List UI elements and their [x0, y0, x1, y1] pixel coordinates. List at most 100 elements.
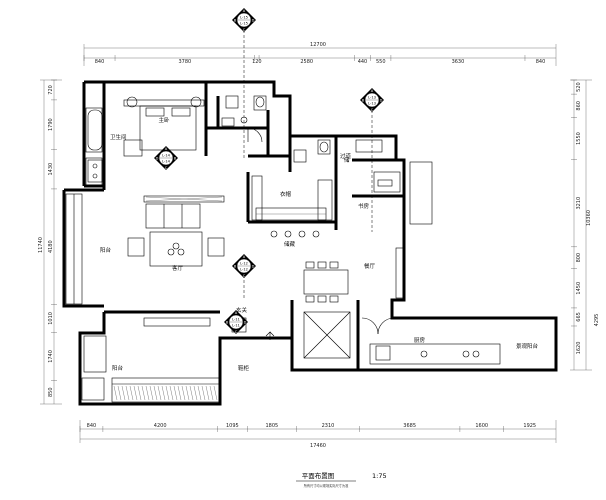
- hatch-line: [137, 385, 142, 401]
- balcony2-label: 阳台: [112, 364, 124, 372]
- living-room: 客厅 阳台: [100, 195, 225, 327]
- hatch-line: [189, 385, 194, 401]
- study-aux-label: 储: [344, 156, 350, 164]
- top-segment-text: 550: [376, 59, 386, 65]
- hatch-line: [125, 385, 130, 401]
- marker-ref: L-13: [368, 96, 376, 100]
- hatch-line: [177, 385, 182, 401]
- bottom-segment-text: 4200: [154, 423, 167, 429]
- hatch-line: [113, 385, 118, 401]
- top-total-dim: 12700: [310, 42, 326, 48]
- marker-right-letter: D: [244, 321, 247, 325]
- cabinet-label: 鞋柜: [238, 364, 250, 372]
- entry-label: 玄关: [236, 306, 248, 314]
- hatch-line: [165, 385, 170, 401]
- hatch-line: [209, 385, 214, 401]
- hatch-line: [157, 385, 162, 401]
- drawing-scale: 1:75: [372, 472, 387, 480]
- title-block: 平面布置图 1:75 所有尺寸均以现场实际尺寸为准: [296, 471, 387, 488]
- left-segment-text: 1010: [48, 312, 54, 325]
- left-segment-text: 1790: [48, 118, 54, 131]
- hatch-line: [173, 385, 178, 401]
- left-total-dim: 11740: [38, 237, 44, 253]
- hatch-line: [141, 385, 146, 401]
- marker-left-letter: B: [362, 99, 365, 103]
- marker-ref: L-14: [162, 160, 171, 164]
- right-dimensions: 10360 4295: [570, 79, 600, 371]
- terrace-label: 景观阳台: [516, 342, 539, 350]
- top-segment-text: 3780: [178, 59, 191, 65]
- drawing-note: 所有尺寸均以现场实际尺寸为准: [304, 483, 349, 488]
- hatch-line: [197, 385, 202, 401]
- hatch-line: [149, 385, 154, 401]
- marker-bottom-letter: C: [243, 274, 246, 278]
- marker-ref: L-13: [368, 102, 376, 106]
- marker-ref: L-12: [240, 268, 248, 272]
- right-segment-text: 800: [576, 253, 582, 263]
- marker-right-letter: D: [252, 19, 255, 23]
- marker-left-letter: D: [156, 157, 159, 161]
- windows: [65, 107, 433, 403]
- hatch-line: [181, 385, 186, 401]
- hatch-line: [213, 385, 218, 401]
- wardrobe-label: 衣帽: [280, 190, 292, 198]
- top-dimensions: 12700: [83, 42, 557, 66]
- study-label: 书房: [358, 202, 370, 210]
- hatch-line: [121, 385, 126, 401]
- bottom-segment-text: 1925: [523, 423, 536, 429]
- marker-right-letter: D: [380, 99, 383, 103]
- marker-ref: L-11: [232, 318, 240, 322]
- marker-ref: L-12: [240, 262, 248, 266]
- left-segment-text: 850: [48, 387, 54, 397]
- bottom-segment-text: 1095: [226, 423, 239, 429]
- left-dimensions: 11740: [38, 79, 62, 405]
- study-room: 书房 储: [344, 139, 401, 210]
- master-bath-fixtures: [221, 95, 267, 143]
- marker-ref: L-15: [240, 22, 248, 26]
- top-segment-text: 3630: [452, 59, 465, 65]
- marker-ref: L-11: [232, 324, 240, 328]
- bottom-segment-text: 1805: [265, 423, 278, 429]
- marker-top-letter: A: [235, 311, 238, 315]
- top-segment-text: 120: [252, 59, 262, 65]
- bedroom-label: 主卧: [158, 116, 170, 124]
- marker-ref: L-14: [162, 154, 171, 158]
- right-segment-text: 1620: [576, 342, 582, 355]
- hatch-line: [129, 385, 134, 401]
- bath2-label: 过道: [340, 152, 352, 160]
- hatch-line: [153, 385, 158, 401]
- top-segment-text: 2580: [300, 59, 313, 65]
- marker-bottom-letter: C: [243, 28, 246, 32]
- right-segment-text: 1550: [576, 132, 582, 145]
- hatch-line: [205, 385, 210, 401]
- marker-top-letter: A: [243, 9, 246, 13]
- marker-bottom-letter: C: [371, 108, 374, 112]
- marker-left-letter: B: [234, 265, 237, 269]
- storage-label: 储藏: [284, 240, 296, 248]
- second-bath-fixtures: 过道: [293, 139, 352, 163]
- living-label: 客厅: [172, 264, 184, 272]
- marker-bottom-letter: C: [235, 330, 238, 334]
- bath-tub-label: 卫生间: [110, 133, 127, 141]
- left-segment-text: 1740: [48, 350, 54, 363]
- hatch-line: [169, 385, 174, 401]
- marker-top-letter: A: [165, 147, 168, 151]
- hatch-line: [145, 385, 150, 401]
- right-segment-text: 665: [576, 312, 582, 322]
- hatch-line: [133, 385, 138, 401]
- marker-top-letter: A: [371, 89, 374, 93]
- kitchen-label: 厨房: [414, 336, 426, 344]
- bottom-segment-text: 3685: [403, 423, 416, 429]
- master-bedroom: 卫生间 主卧: [87, 96, 205, 183]
- hatch-line: [117, 385, 122, 401]
- exterior-walls: [62, 80, 558, 406]
- left-segment-text: 4180: [48, 240, 54, 253]
- left-segment-text: 1430: [48, 163, 54, 176]
- right-total-bottom-dim: 4295: [594, 314, 600, 327]
